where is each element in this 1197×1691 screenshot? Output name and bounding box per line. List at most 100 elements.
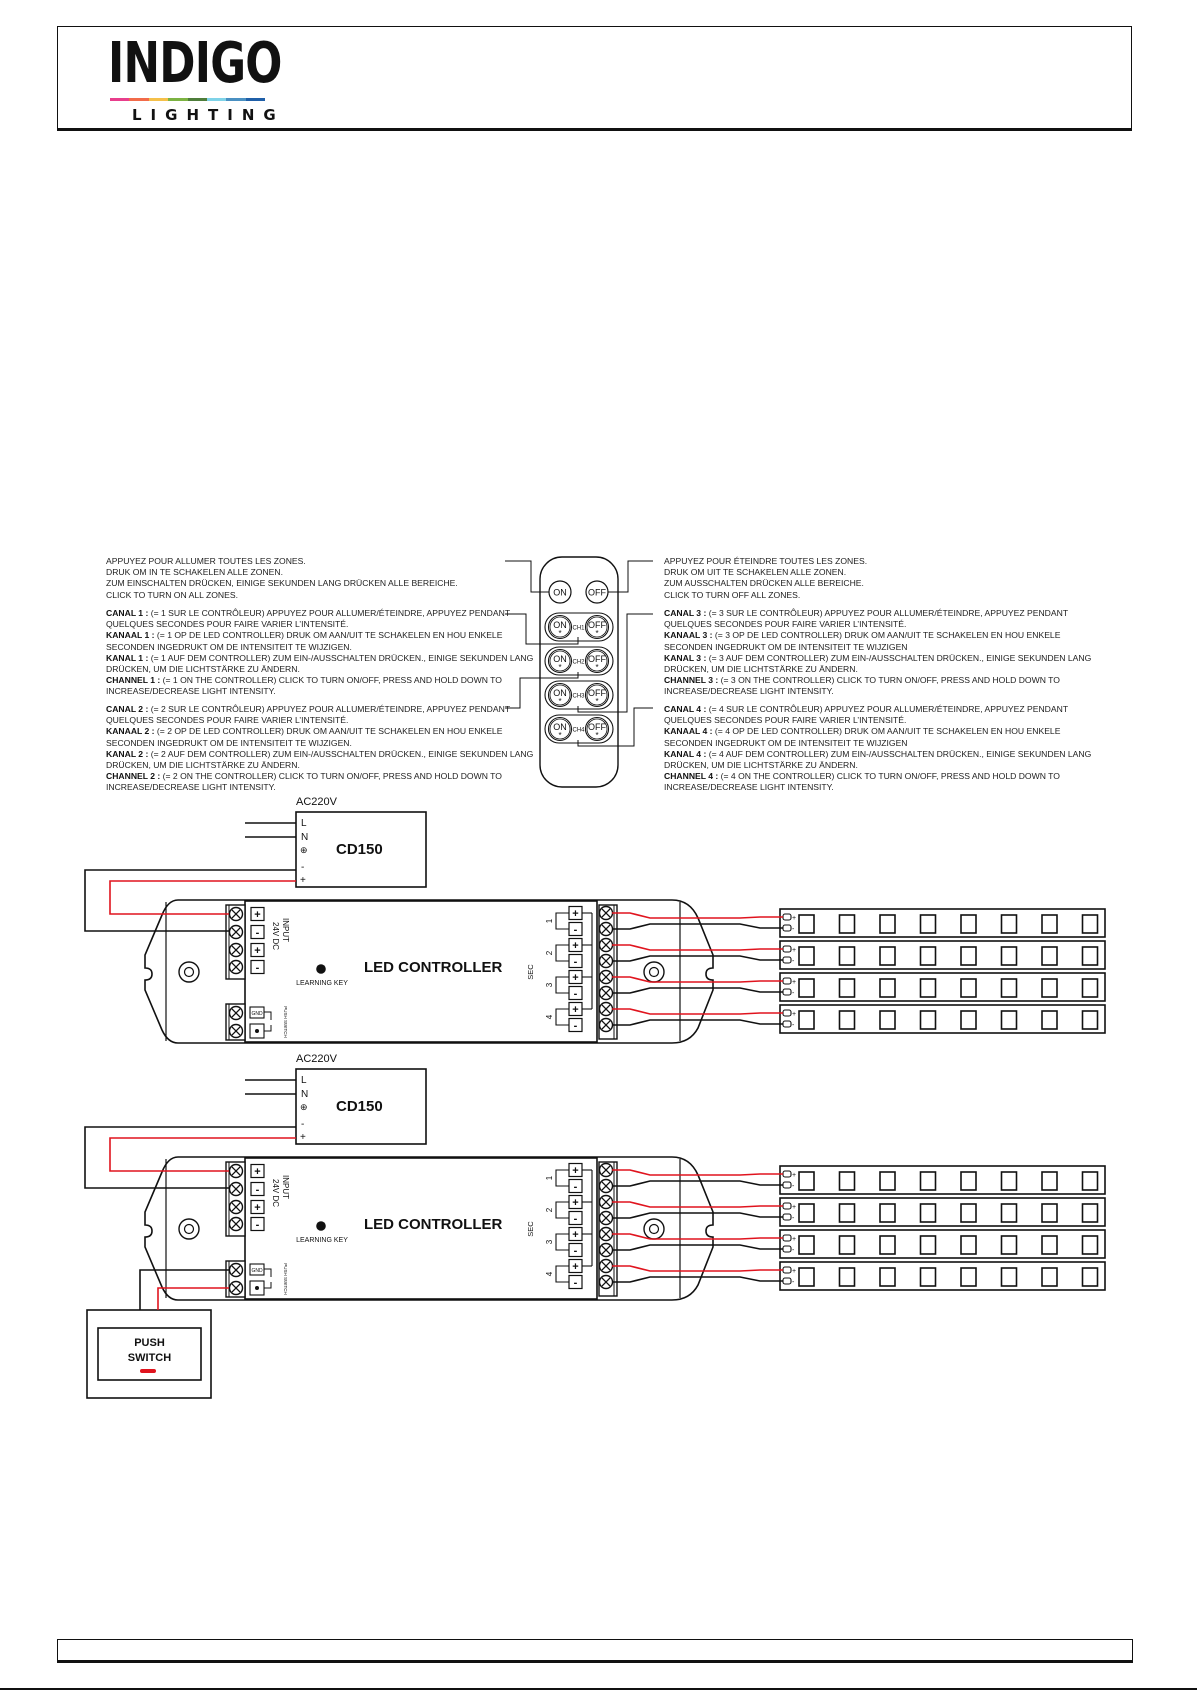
screw-cross — [601, 1181, 611, 1191]
instruction-line: DRUK OM IN TE SCHAKELEN ALLE ZONEN. — [106, 567, 284, 578]
channel-off-label: OFF — [588, 620, 606, 630]
positive-wire — [612, 1233, 783, 1240]
instruction-line: SECONDEN INGEDRUKT OM DE INTENSITEIT TE … — [664, 737, 908, 748]
polarity-box — [250, 906, 265, 922]
instruction-line: KANAAL 2 : (= 2 OP DE LED CONTROLLER) DR… — [106, 726, 503, 737]
output-plus-label: + — [572, 908, 578, 920]
input-terminal-block — [225, 904, 246, 980]
polarity-box — [250, 924, 265, 940]
channel-on-label: ON — [553, 620, 567, 630]
switch-symbol — [264, 1268, 272, 1277]
led-chip — [879, 978, 896, 998]
led-chip — [1041, 1171, 1058, 1191]
led-chip — [879, 1235, 896, 1255]
strip-pad-plus — [782, 945, 792, 953]
led-chip — [1041, 946, 1058, 966]
instruction-line: QUELQUES SECONDES POUR FAIRE VARIER L’IN… — [664, 619, 907, 630]
channel-off-button — [584, 648, 610, 674]
instruction-line: CANAL 1 : (= 1 SUR LE CONTRÔLEUR) APPUYE… — [106, 608, 511, 618]
output-plus-label: + — [572, 1165, 578, 1177]
channel-bracket — [555, 944, 569, 962]
input-polarity-label: - — [256, 962, 260, 974]
psu-terminal-minus: - — [301, 862, 304, 873]
mounting-hole-inner — [648, 1223, 660, 1235]
logo-bar-segment — [168, 98, 188, 101]
psu-positive-wire — [109, 1137, 296, 1172]
negative-wire — [612, 1019, 783, 1026]
logo-color-bar — [110, 98, 265, 101]
polarity-box — [250, 1199, 265, 1215]
input-voltage-label: 24V DC — [271, 922, 280, 950]
strip-pad-minus — [782, 988, 792, 996]
led-chip — [838, 1203, 856, 1223]
psu-negative-wire — [84, 1126, 296, 1189]
instruction-line: SECONDEN INGEDRUKT OM DE INTENSITEIT TE … — [106, 737, 352, 748]
led-chip — [1081, 946, 1099, 966]
psu-positive-wire — [109, 880, 296, 915]
input-polarity-label: + — [254, 1166, 260, 1178]
screw-cross — [231, 1202, 241, 1212]
screw-cross — [231, 1184, 241, 1194]
screw-cross — [231, 1219, 241, 1229]
led-chip — [960, 1235, 977, 1255]
channel-heading: CHANNEL 3 : — [664, 675, 719, 686]
channel-label: CH1 — [572, 626, 585, 632]
screw-cross — [231, 945, 241, 955]
channel-bracket — [555, 1201, 569, 1219]
channel-off-label: OFF — [588, 722, 606, 732]
star-icon: * — [595, 629, 598, 638]
strip-pad-plus — [782, 1202, 792, 1210]
controller-body — [244, 1157, 598, 1300]
channel-heading: KANAL 2 : — [106, 748, 149, 759]
led-chip — [960, 946, 977, 966]
led-chip — [798, 946, 815, 966]
led-chip — [798, 914, 815, 934]
strip-pad-minus — [782, 924, 792, 932]
screw-cross — [601, 1004, 611, 1014]
leader-line-ch2 — [505, 672, 579, 709]
screw-cross — [601, 956, 611, 966]
channel-on-label: ON — [553, 688, 567, 698]
instructions-channel-2: CANAL 2 : (= 2 SUR LE CONTRÔLEUR) APPUYE… — [106, 704, 533, 794]
output-channel-number: 2 — [545, 950, 554, 955]
strip-pad-minus — [782, 1181, 792, 1189]
strip-minus-label: - — [792, 926, 795, 933]
screw-cross — [601, 972, 611, 982]
channel-on-ring — [549, 718, 571, 740]
channel-off-label: OFF — [588, 688, 606, 698]
positive-wire — [612, 976, 783, 983]
instruction-line: KANAAL 3 : (= 3 OP DE LED CONTROLLER) DR… — [664, 630, 1061, 641]
instruction-line: SECONDEN INGEDRUKT OM DE INTENSITEIT TE … — [664, 641, 908, 652]
instruction-line: KANAL 3 : (= 3 AUF DEM CONTROLLER) ZUM E… — [664, 652, 1092, 663]
channel-heading: KANAAL 4 : — [664, 726, 713, 737]
instruction-line: CHANNEL 3 : (= 3 ON THE CONTROLLER) CLIC… — [664, 675, 1060, 686]
ground-icon: ⊕ — [300, 845, 308, 855]
psu-terminal-N: N — [301, 1089, 308, 1100]
strip-pad-minus — [782, 1020, 792, 1028]
led-chip — [960, 978, 977, 998]
polarity-box — [250, 959, 265, 975]
negative-wire — [612, 955, 783, 962]
strip-pad-plus — [782, 1234, 792, 1242]
output-channel-number: 2 — [545, 1207, 554, 1212]
channel-heading: CANAL 2 : — [106, 704, 149, 714]
screw-cross — [231, 1166, 241, 1176]
channel-heading: KANAAL 2 : — [106, 726, 155, 737]
positive-wire — [612, 1201, 783, 1208]
gnd-label: GND — [251, 1011, 263, 1017]
channel-on-button — [547, 682, 573, 708]
channel-off-button — [584, 614, 610, 640]
psu-negative-wire — [84, 869, 296, 932]
psu-name: CD150 — [336, 841, 383, 858]
led-chip — [798, 1267, 815, 1287]
channel-heading: CANAL 3 : — [664, 608, 707, 618]
screw-cross — [601, 1229, 611, 1239]
output-plus-label: + — [572, 1261, 578, 1273]
screw-cross — [601, 1020, 611, 1030]
push-switch-label: PUSH SWITCH — [283, 1006, 288, 1038]
channel-on-ring — [549, 650, 571, 672]
screw-cross — [601, 988, 611, 998]
brand-name: INDIGO — [108, 31, 282, 96]
